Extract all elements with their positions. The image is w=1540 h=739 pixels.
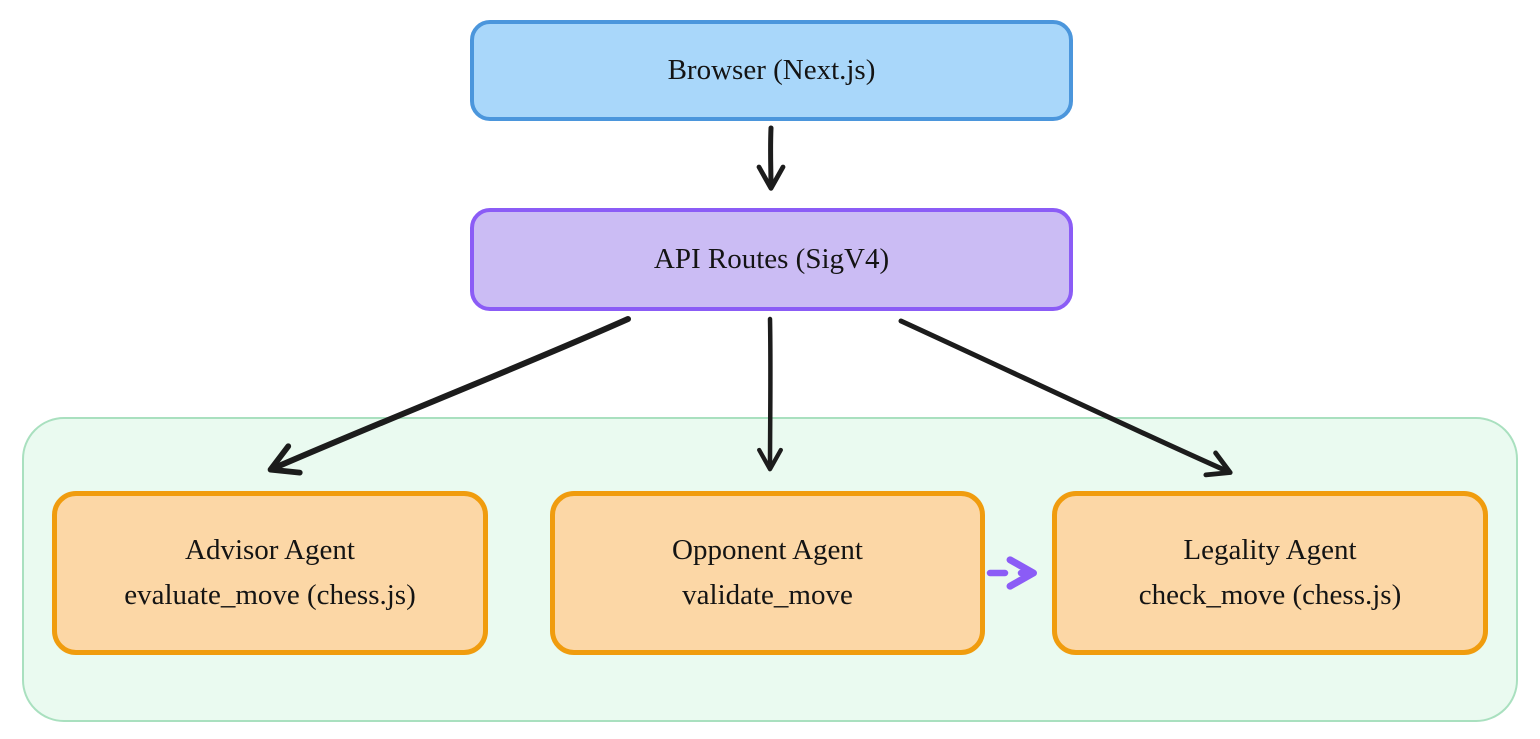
node-legality-agent: Legality Agent check_move (chess.js) [1052, 491, 1488, 655]
node-legality-title: Legality Agent [1183, 534, 1357, 567]
node-advisor-title: Advisor Agent [185, 534, 355, 567]
node-api-routes-label: API Routes (SigV4) [653, 243, 890, 276]
node-opponent-title: Opponent Agent [672, 534, 863, 567]
node-opponent-agent: Opponent Agent validate_move [550, 491, 985, 655]
edge-api-to-legality [898, 318, 1233, 478]
node-advisor-agent: Advisor Agent evaluate_move (chess.js) [52, 491, 488, 655]
edge-api-to-advisor [267, 316, 631, 476]
node-advisor-subtitle: evaluate_move (chess.js) [124, 579, 416, 611]
node-opponent-subtitle: validate_move [682, 579, 853, 611]
node-browser-label: Browser (Next.js) [667, 54, 876, 87]
node-legality-subtitle: check_move (chess.js) [1138, 579, 1402, 611]
node-browser: Browser (Next.js) [470, 20, 1073, 121]
node-api-routes: API Routes (SigV4) [470, 208, 1073, 311]
